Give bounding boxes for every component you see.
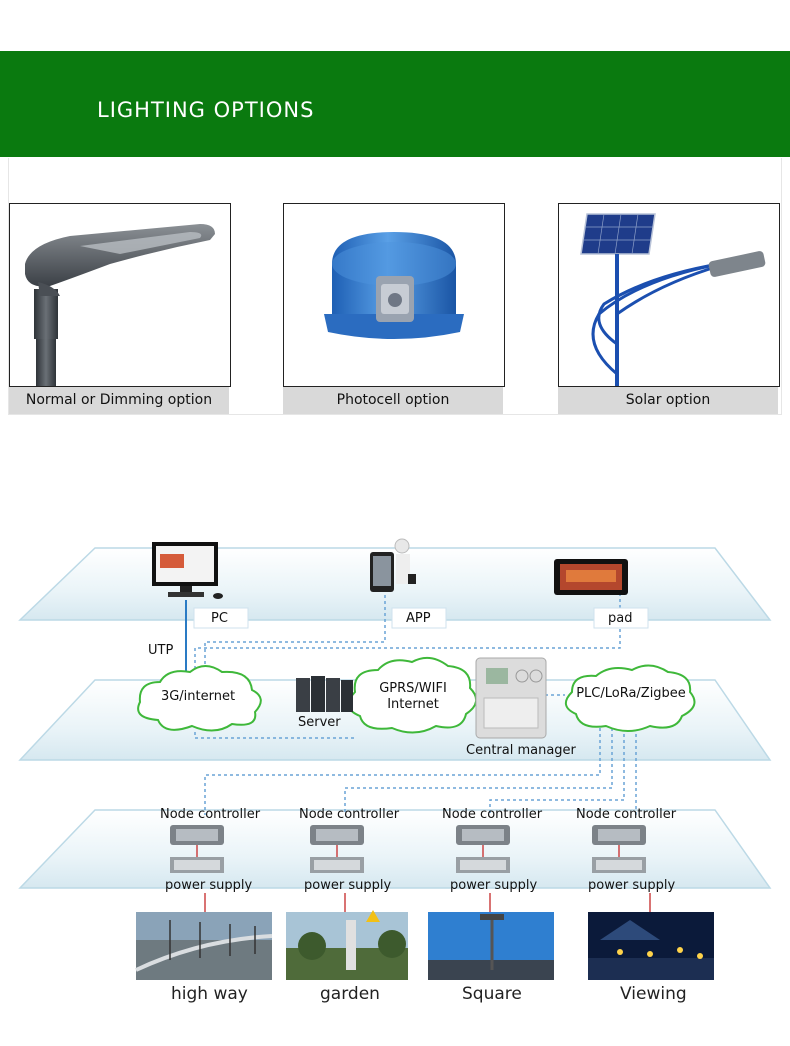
- power-supply-label: power supply: [165, 878, 253, 893]
- highway-photo-icon: [135, 912, 273, 980]
- power-supply-label: power supply: [588, 878, 676, 893]
- cloud-3g-internet: 3G/internet: [160, 689, 236, 704]
- cloud-plc-lora-zigbee: PLC/LoRa/Zigbee: [576, 686, 686, 701]
- square-photo-icon: [428, 912, 554, 980]
- node-controller-label: Node controller: [442, 807, 543, 822]
- power-supply-label: power supply: [304, 878, 392, 893]
- node-controller-label: Node controller: [160, 807, 261, 822]
- place-label-highway: high way: [171, 984, 248, 1004]
- tablet-icon: [554, 559, 628, 595]
- phone-icon: [370, 538, 416, 592]
- node-controller-label: Node controller: [299, 807, 400, 822]
- network-diagram-drawing: [18, 538, 772, 980]
- option-caption-solar: Solar option: [558, 387, 778, 414]
- utp-label: UTP: [148, 643, 174, 658]
- garden-photo-icon: [286, 910, 408, 980]
- option-card-normal: [9, 203, 231, 387]
- street-light-icon: [25, 224, 215, 386]
- server-icon: [296, 676, 353, 712]
- photocell-icon: [324, 232, 464, 339]
- central-manager-label: Central manager: [466, 743, 576, 758]
- network-diagram: PC APP pad UTP 3G/internet Server GPRS/W…: [0, 470, 790, 1046]
- clouds: [137, 656, 696, 734]
- section-title: LIGHTING OPTIONS: [97, 98, 315, 122]
- cloud-gprs-wifi: GPRS/WIFI: [379, 681, 447, 696]
- pc-label: PC: [211, 611, 228, 626]
- central-manager-icon: [475, 657, 547, 739]
- power-supply-label: power supply: [450, 878, 538, 893]
- option-card-photocell: [283, 203, 505, 387]
- section-header: LIGHTING OPTIONS: [0, 51, 790, 157]
- solar-street-light-icon: [580, 213, 766, 386]
- pc-icon: [152, 542, 223, 599]
- option-card-solar: [558, 203, 780, 387]
- viewing-photo-icon: [588, 912, 714, 980]
- place-label-garden: garden: [320, 984, 380, 1004]
- app-label: APP: [406, 611, 431, 626]
- cloud-internet: Internet: [387, 697, 439, 712]
- place-label-square: Square: [462, 984, 522, 1004]
- node-controller-label: Node controller: [576, 807, 677, 822]
- option-caption-normal: Normal or Dimming option: [9, 387, 229, 414]
- node-devices: [170, 825, 651, 912]
- server-label: Server: [298, 715, 341, 730]
- place-label-viewing: Viewing: [620, 984, 687, 1004]
- option-caption-photocell: Photocell option: [283, 387, 503, 414]
- pad-label: pad: [608, 611, 633, 626]
